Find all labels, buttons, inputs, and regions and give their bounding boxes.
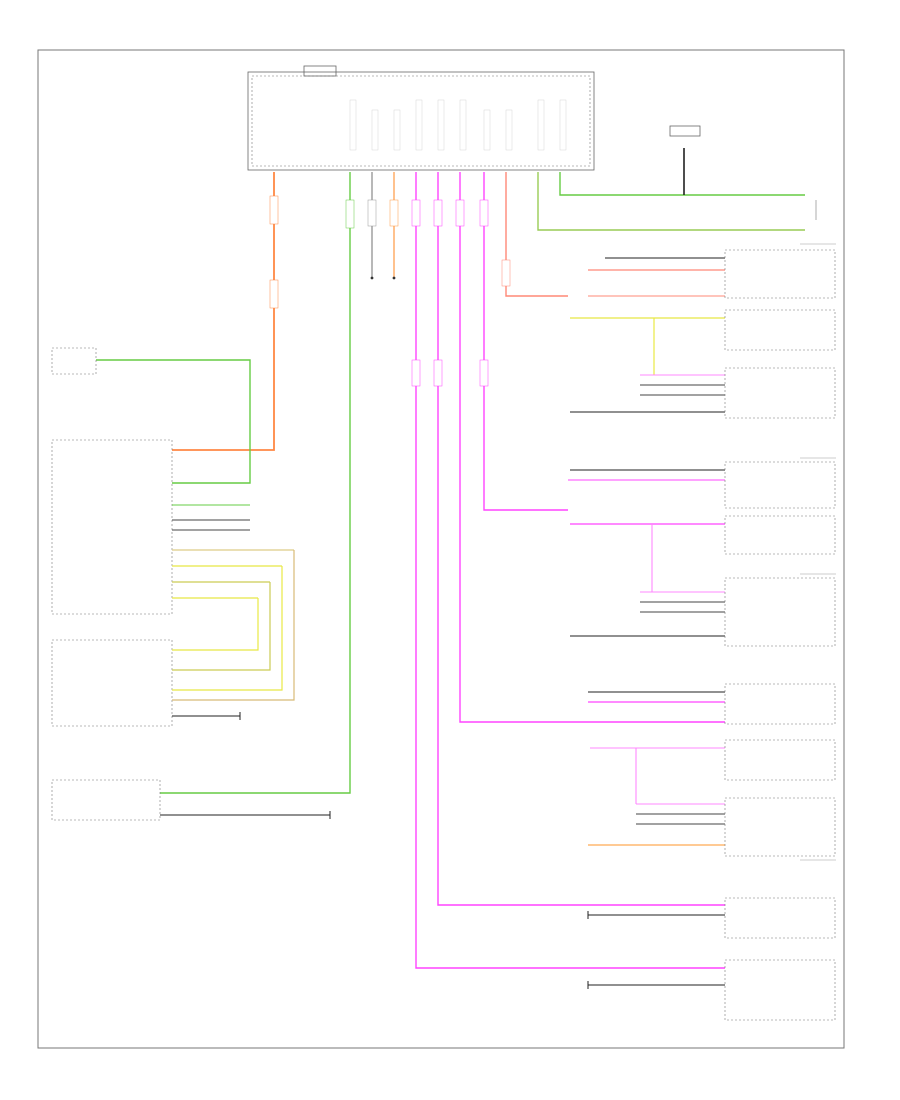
diagram-frame [37, 49, 845, 1049]
wire-magenta-1 [415, 172, 725, 969]
headlamp-switch [51, 550, 295, 727]
wire-magenta-2 [437, 172, 725, 906]
sensor-block [51, 347, 97, 375]
wire-orange [172, 172, 275, 451]
wire-salmon [505, 172, 568, 297]
ground-symbols [239, 712, 589, 989]
wire-green-right-2 [559, 172, 805, 196]
wire-green-right-1 [537, 172, 805, 231]
rear-seat-switch [51, 779, 330, 821]
liftgate-lamp-group [588, 683, 836, 857]
bottom-lamp-groups [588, 897, 836, 1021]
left-rear-lamp-group [568, 461, 836, 647]
wire-green-sensor [96, 359, 251, 484]
wire-magenta-4 [483, 172, 568, 511]
wire-green-long [160, 172, 351, 794]
main-module [247, 65, 595, 171]
right-rear-lamp-group [570, 249, 836, 419]
cluster [51, 439, 294, 615]
wire-magenta-3 [459, 172, 725, 723]
